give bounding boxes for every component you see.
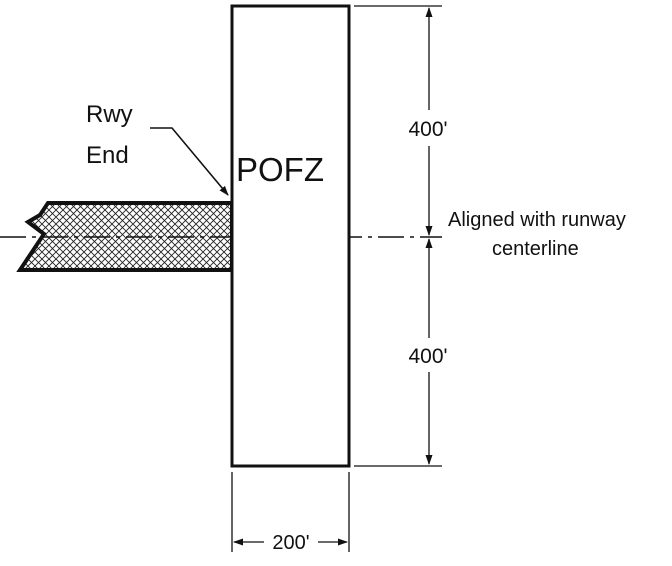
centerline-note-line2: centerline [492, 238, 579, 260]
pofz-rectangle [230, 4, 351, 468]
centerline-note-line1: Aligned with runway [448, 209, 626, 231]
lower-dimension-label: 400' [408, 345, 447, 368]
width-dimension-label: 200' [272, 532, 309, 554]
upper-dimension-label: 400' [408, 118, 447, 141]
pofz-label: POFZ [236, 151, 324, 188]
rwy-end-leader [150, 127, 229, 196]
rwy-end-label-line2: End [86, 142, 129, 169]
rwy-end-label-line1: Rwy [86, 101, 133, 128]
